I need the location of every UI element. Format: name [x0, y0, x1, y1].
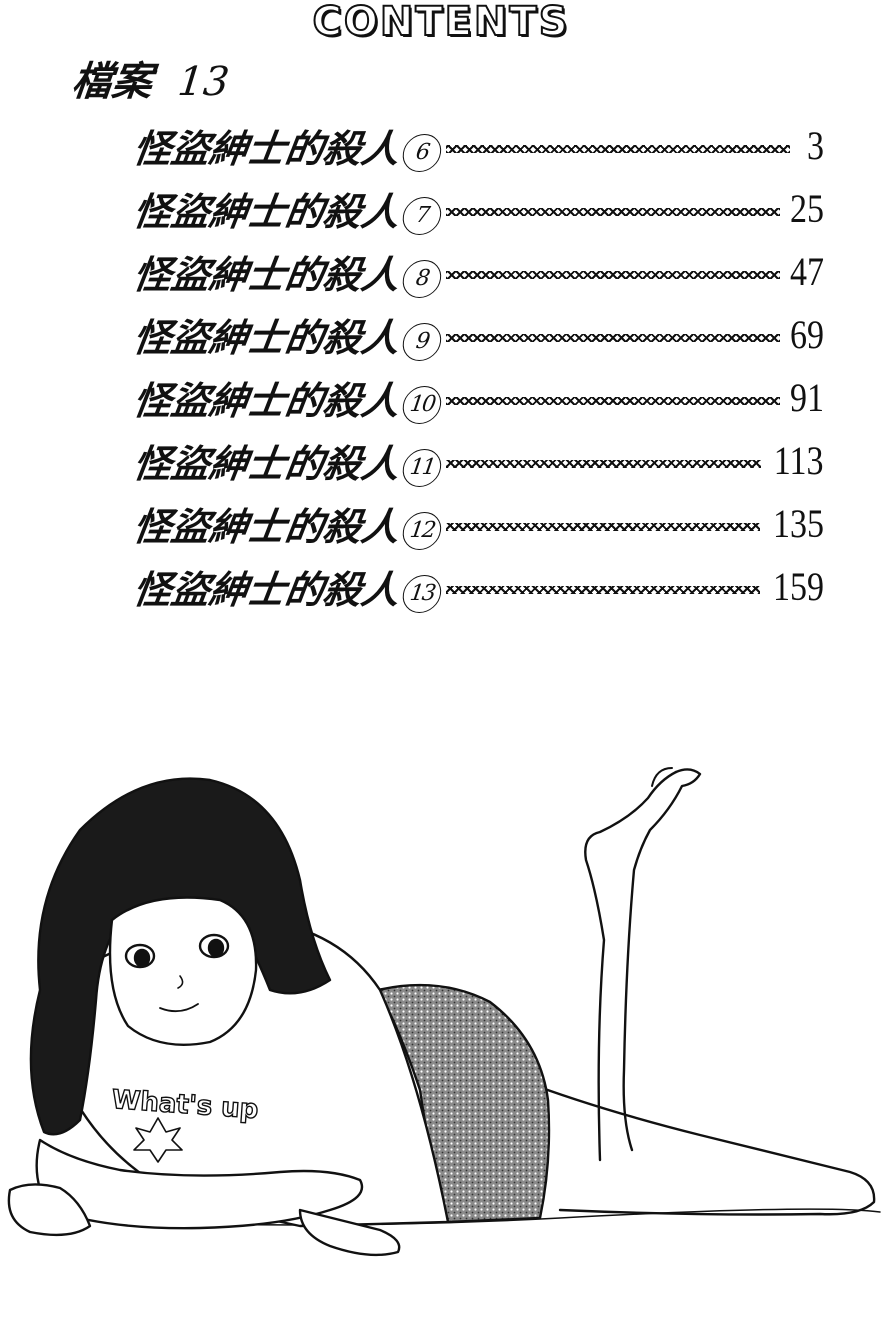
- dot-leader: [446, 270, 780, 279]
- page-number: 3: [807, 123, 824, 168]
- girl-lying-illustration: What's up: [7, 767, 881, 1257]
- volume-heading: 檔案 13: [69, 56, 232, 108]
- page-number: 47: [790, 249, 824, 294]
- dot-leader: [446, 522, 760, 531]
- chapter-number: 9: [400, 322, 444, 361]
- dot-leader: [446, 585, 760, 594]
- page-number: 135: [773, 501, 824, 546]
- chapter-number: 12: [400, 511, 444, 550]
- page-number: 69: [790, 312, 824, 357]
- page-number: 113: [774, 438, 824, 483]
- page-title: CONTENTS: [311, 0, 570, 45]
- volume-number: 13: [175, 59, 232, 105]
- chapter-number: 11: [400, 448, 444, 487]
- dot-leader: [446, 459, 762, 468]
- chapter-number: 8: [400, 259, 444, 298]
- dot-leader: [446, 333, 780, 342]
- chapter-number: 7: [400, 196, 444, 235]
- chapter-number: 13: [400, 574, 444, 613]
- volume-label: 檔案: [69, 58, 155, 105]
- page-header: CONTENTS: [0, 0, 882, 45]
- page-number: 159: [773, 564, 824, 609]
- page-number: 25: [790, 186, 824, 231]
- dot-leader: [446, 207, 780, 216]
- page-number: 91: [790, 375, 824, 420]
- dot-leader: [446, 396, 780, 405]
- chapter-number: 6: [400, 133, 444, 172]
- chapter-number: 10: [400, 385, 444, 424]
- dot-leader: [446, 144, 790, 153]
